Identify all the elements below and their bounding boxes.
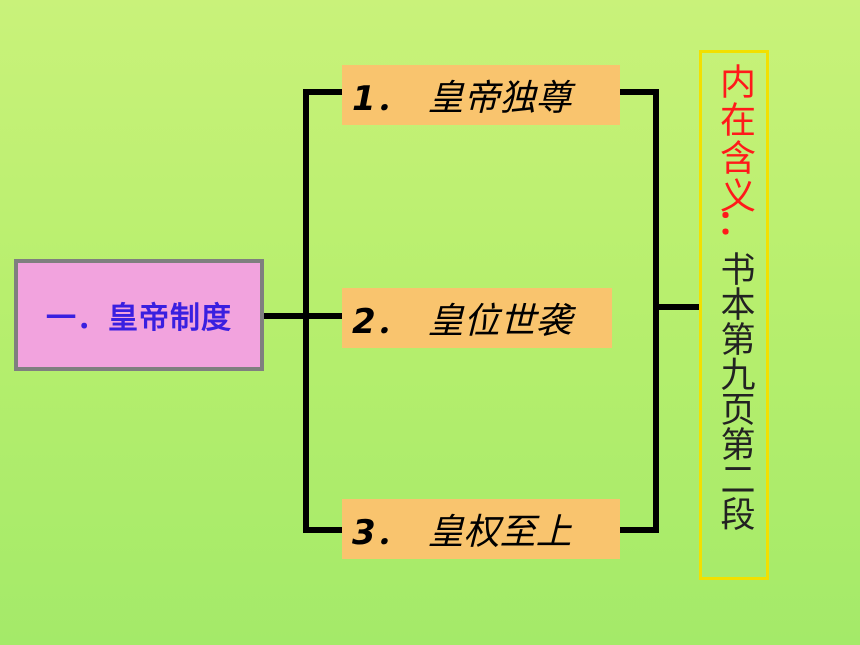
note-colon: ：: [717, 203, 751, 243]
note-reference: 书本第九页第二段: [714, 251, 755, 531]
branch-number-3: 3．: [352, 512, 410, 553]
branch-box-1: 1． 皇帝独尊: [342, 65, 620, 125]
branch-number-2: 2．: [352, 301, 410, 342]
branch-number-1: 1．: [352, 78, 410, 119]
branch-text-1: 皇帝独尊: [427, 78, 572, 119]
meaning-note-box: 内在含义 ： 书本第九页第二段: [699, 50, 769, 580]
branch-box-3: 3． 皇权至上: [342, 499, 620, 559]
branch-text-3: 皇权至上: [427, 512, 572, 553]
note-label: 内在含义: [714, 63, 755, 215]
main-topic-title: 一．皇帝制度: [46, 301, 232, 336]
main-topic-box: 一．皇帝制度: [14, 259, 264, 371]
branch-text-2: 皇位世袭: [427, 301, 572, 342]
branch-box-2: 2． 皇位世袭: [342, 288, 612, 348]
